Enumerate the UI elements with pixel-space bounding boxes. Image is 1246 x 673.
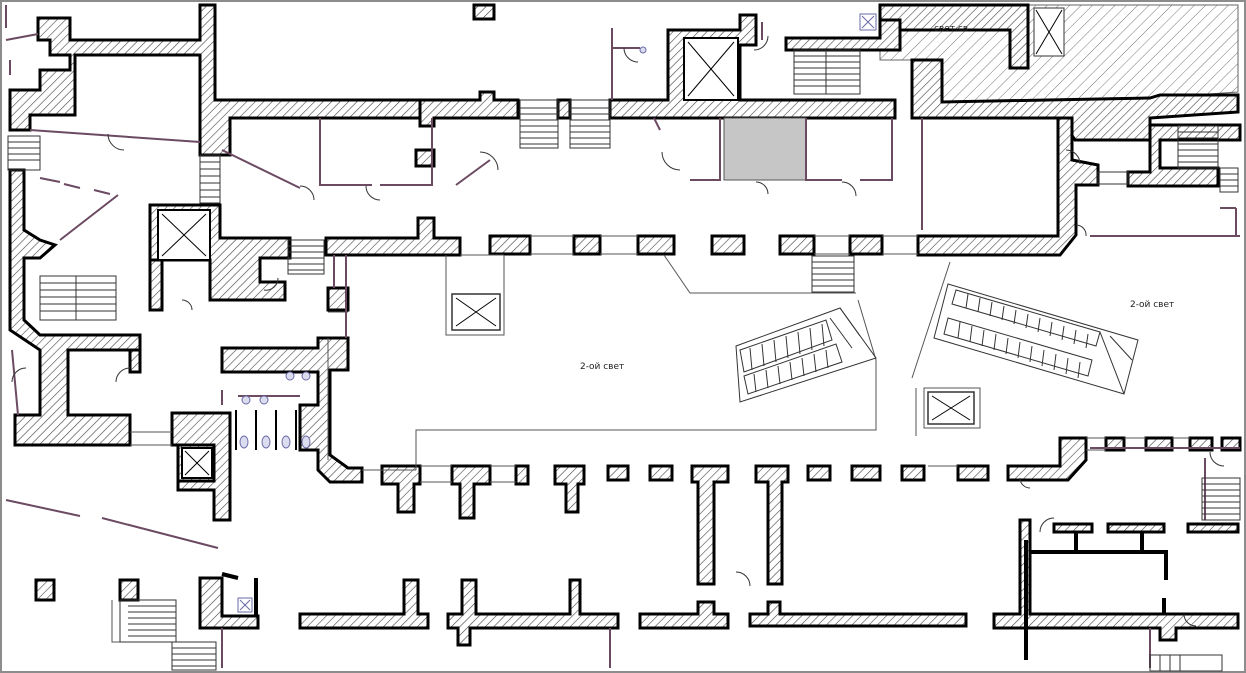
fixture-marks — [237, 13, 877, 613]
hall-center-label: 2-ой свет — [580, 362, 624, 372]
toilet-stalls — [235, 410, 297, 450]
door-swing-icon — [11, 35, 1225, 627]
solid-walls — [221, 532, 1168, 660]
hall-outlines — [111, 235, 1190, 643]
partitions — [5, 5, 1240, 668]
staircase-icon — [7, 49, 1241, 672]
toilet-icon — [239, 46, 647, 449]
hall-right-label: 2-ой свет — [1130, 300, 1174, 310]
highlighted-room — [723, 117, 807, 181]
top-right-label: свет.св — [934, 24, 968, 34]
structural-walls — [8, 3, 1242, 647]
elevator-icon — [157, 7, 1065, 479]
escalator-icon — [735, 283, 1139, 403]
